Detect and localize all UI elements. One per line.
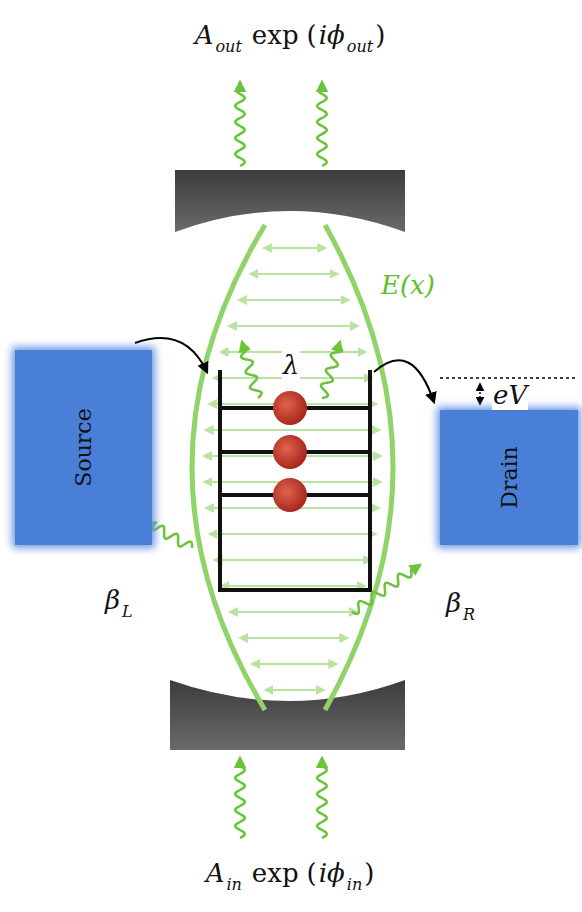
field-arrow	[209, 533, 375, 535]
symbol-label: A	[205, 858, 226, 888]
subscript: in	[346, 875, 363, 894]
label-group: Ainexp(iϕin)	[205, 858, 376, 888]
field-arrows	[204, 248, 381, 690]
bias-level	[440, 377, 578, 379]
symbol-label: iϕ	[318, 858, 346, 888]
tunnel-arrow	[374, 360, 434, 402]
symbol-label: (	[306, 858, 318, 888]
symbol-label: λ	[282, 350, 300, 380]
label-group: βL	[104, 585, 134, 615]
field-arrow	[215, 559, 371, 561]
symbol-label: eV	[492, 380, 528, 410]
label-group: βR	[445, 588, 476, 618]
field-arrow	[264, 247, 325, 249]
photon-arrow	[317, 758, 327, 838]
label-group: eV	[492, 380, 528, 410]
symbol-label: iϕ	[318, 20, 346, 50]
field-arrow	[206, 429, 380, 431]
field-arrow	[230, 611, 357, 613]
field-arrow	[239, 299, 349, 301]
subscript: in	[225, 875, 242, 894]
photon-arrow	[321, 342, 342, 398]
electrode-box: Drain	[440, 410, 578, 545]
bias-arrow	[479, 384, 481, 404]
photon-arrow	[146, 522, 192, 548]
photon-arrow	[352, 565, 420, 614]
photon-arrow	[235, 82, 245, 166]
symbol-label: (	[306, 20, 318, 50]
photon-arrow	[317, 82, 327, 166]
electrode-label: Drain	[496, 446, 521, 508]
subscript: R	[462, 605, 476, 624]
field-arrow	[250, 273, 337, 275]
quantum-dot-ladder	[220, 370, 370, 590]
symbol-label: )	[374, 20, 386, 50]
symbol-label: β	[445, 588, 462, 618]
symbol-label: A	[194, 20, 215, 50]
field-arrow	[252, 663, 336, 665]
subscript: out	[346, 37, 374, 56]
electrode-label: Source	[71, 408, 96, 486]
photon-arrows	[146, 82, 420, 838]
subscript: L	[121, 602, 134, 621]
symbol-label: exp	[251, 20, 300, 50]
electrode-box: Source	[15, 350, 152, 545]
symbol-label: exp	[251, 858, 300, 888]
subscript: out	[214, 37, 242, 56]
top-mirror	[175, 170, 405, 232]
label-group: λ	[282, 350, 300, 380]
symbol-label: )	[363, 858, 375, 888]
field-arrow	[240, 637, 347, 639]
field-arrow	[229, 325, 358, 327]
symbol-label: β	[104, 585, 121, 615]
beam-edge	[192, 225, 265, 710]
photon-arrow	[241, 342, 261, 398]
field-arrow	[265, 689, 323, 691]
symbol-label: E(x)	[380, 270, 436, 300]
label-group: E(x)	[380, 270, 436, 300]
field-arrow	[221, 585, 364, 587]
photon-arrow	[235, 758, 245, 838]
label-group: Aoutexp(iϕout)	[194, 20, 387, 50]
bottom-mirror	[170, 680, 405, 750]
